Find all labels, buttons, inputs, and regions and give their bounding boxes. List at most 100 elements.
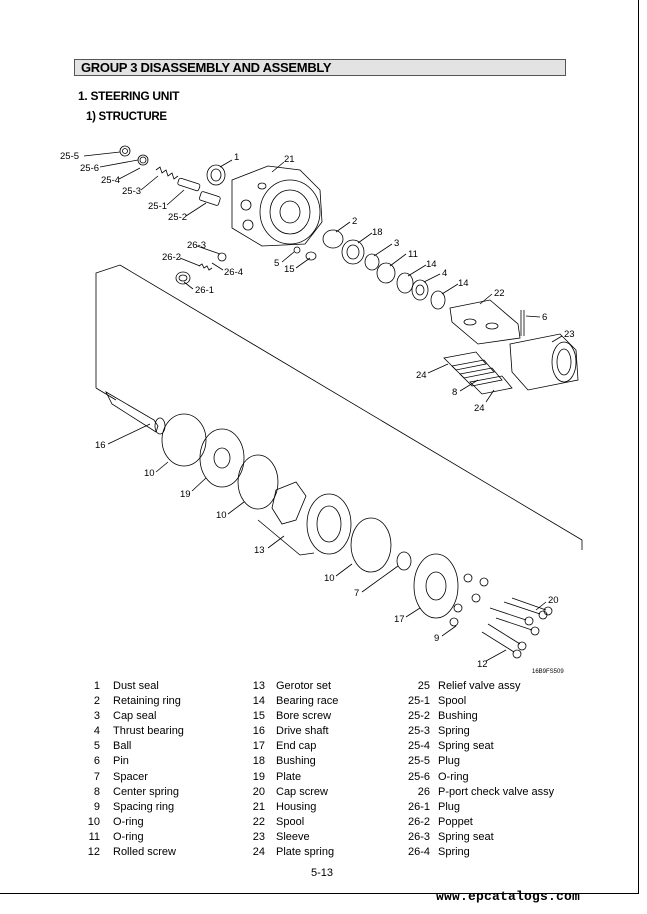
callout-4: 4 (442, 268, 447, 279)
callout-10c: 10 (324, 573, 335, 584)
subsection-title: 1) STRUCTURE (86, 111, 167, 123)
part-spring-25-3 (155, 166, 179, 180)
callout-1: 1 (234, 152, 239, 163)
callout-23: 23 (564, 329, 575, 340)
callout-25-3: 25-3 (122, 186, 141, 197)
callout-2: 2 (352, 216, 357, 227)
callout-14b: 14 (458, 278, 469, 289)
part-spring-seat-26-3 (217, 252, 227, 262)
callout-17: 17 (394, 614, 405, 625)
page-frame-right (638, 0, 639, 894)
part-plate-19 (199, 428, 245, 488)
callout-25-6: 25-6 (80, 163, 99, 174)
part-oring-10b (237, 454, 279, 510)
callout-14a: 14 (426, 259, 437, 270)
callout-11: 11 (408, 249, 418, 260)
part-plate-springs-24 (443, 351, 513, 395)
assembly-guide-stub (95, 387, 117, 401)
part-gerotor-set-13 (257, 481, 352, 556)
page-frame-bottom (0, 893, 639, 894)
part-spacer-7 (396, 551, 412, 571)
callout-8: 8 (452, 387, 457, 398)
callout-15: 15 (284, 264, 295, 275)
part-oring-11 (376, 262, 396, 284)
part-rolled-screw-12 (481, 623, 527, 659)
part-housing-21 (231, 165, 323, 247)
callout-3: 3 (394, 238, 399, 249)
callout-10b: 10 (216, 510, 227, 521)
part-bearing-race-14b (430, 290, 446, 310)
part-poppet-26-2 (198, 263, 213, 271)
callout-19: 19 (180, 489, 191, 500)
callout-13: 13 (254, 545, 265, 556)
part-oring-25-6 (137, 154, 149, 166)
group-title: GROUP 3 DISASSEMBLY AND ASSEMBLY (74, 59, 566, 76)
part-drive-shaft-16 (105, 390, 166, 435)
part-cap-screws-20 (489, 597, 553, 636)
callout-24b: 24 (474, 403, 485, 414)
part-cap-seal-3 (364, 253, 380, 271)
part-spacing-rings-9 (449, 573, 489, 627)
assembly-guide-outline (95, 264, 583, 550)
callout-26-1: 26-1 (195, 285, 214, 296)
part-bushing-25-2 (199, 191, 221, 206)
part-sleeve-23 (509, 333, 579, 391)
drawing-code: 16B9FS509 (532, 669, 564, 675)
callout-5: 5 (274, 258, 279, 269)
part-spool-22 (449, 299, 521, 345)
callout-25-4: 25-4 (101, 175, 120, 186)
callout-16: 16 (95, 440, 106, 451)
callout-25-5: 25-5 (60, 151, 79, 162)
watermark-link[interactable]: www.epcatalogs.com (436, 889, 581, 904)
callout-24a: 24 (416, 370, 427, 381)
callout-20: 20 (548, 595, 559, 606)
callout-7: 7 (354, 588, 359, 599)
callout-12: 12 (477, 659, 488, 670)
part-bore-screw-15 (305, 251, 317, 261)
callout-leaders (83, 151, 563, 662)
callout-9: 9 (434, 633, 439, 644)
part-plug-25-5 (119, 145, 131, 157)
callout-21: 21 (284, 154, 295, 165)
part-dust-seal-1 (206, 164, 226, 186)
callout-6: 6 (542, 312, 547, 323)
section-title: 1. STEERING UNIT (78, 89, 180, 103)
part-oring-10c (350, 517, 392, 573)
callout-25-1: 25-1 (148, 201, 167, 212)
callout-25-2: 25-2 (168, 212, 187, 223)
part-oring-10a (161, 413, 207, 467)
callout-26-2: 26-2 (162, 252, 181, 263)
